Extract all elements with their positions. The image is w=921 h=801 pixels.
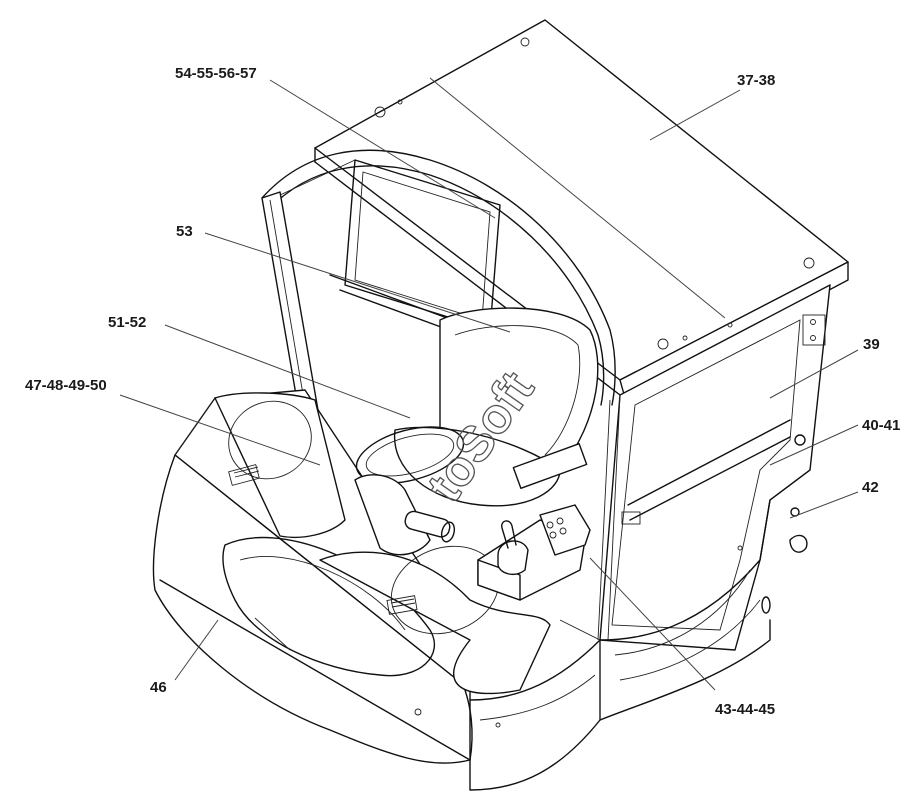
leader-53 (204, 232, 511, 333)
lower-body (414, 545, 771, 791)
callout-46: 46 (150, 679, 167, 696)
leader-lines (119, 77, 859, 691)
leader-43-44-45 (589, 557, 716, 691)
roof-panel (314, 19, 849, 399)
leader-51-52 (164, 324, 411, 419)
callout-39: 39 (863, 336, 880, 353)
callout-53: 53 (176, 223, 193, 240)
leader-37-38 (649, 89, 741, 141)
callout-labels: 54-55-56-57 37-38 53 51-52 39 47-48-49-5… (25, 65, 900, 718)
callout-54-55-56-57: 54-55-56-57 (175, 65, 257, 82)
door-frame (597, 284, 831, 721)
callout-47-48-49-50: 47-48-49-50 (25, 377, 107, 394)
operator-seat (393, 307, 599, 507)
callout-42: 42 (862, 479, 879, 496)
leader-42 (789, 491, 859, 519)
callout-37-38: 37-38 (737, 72, 775, 89)
joystick-console (477, 504, 591, 601)
leader-40-41 (769, 424, 859, 466)
console-pad-right (319, 545, 551, 695)
leader-47-48-49-50 (119, 394, 321, 466)
cab-drawing (152, 19, 849, 791)
leader-54-55-56-57 (269, 79, 496, 219)
leader-54-secondary (429, 77, 726, 319)
steering-column (354, 426, 465, 556)
leader-39 (769, 349, 859, 399)
leader-46 (174, 619, 219, 681)
callout-51-52: 51-52 (108, 314, 146, 331)
console-pad-left (214, 392, 346, 539)
callout-43-44-45: 43-44-45 (715, 701, 775, 718)
callout-40-41: 40-41 (862, 417, 900, 434)
